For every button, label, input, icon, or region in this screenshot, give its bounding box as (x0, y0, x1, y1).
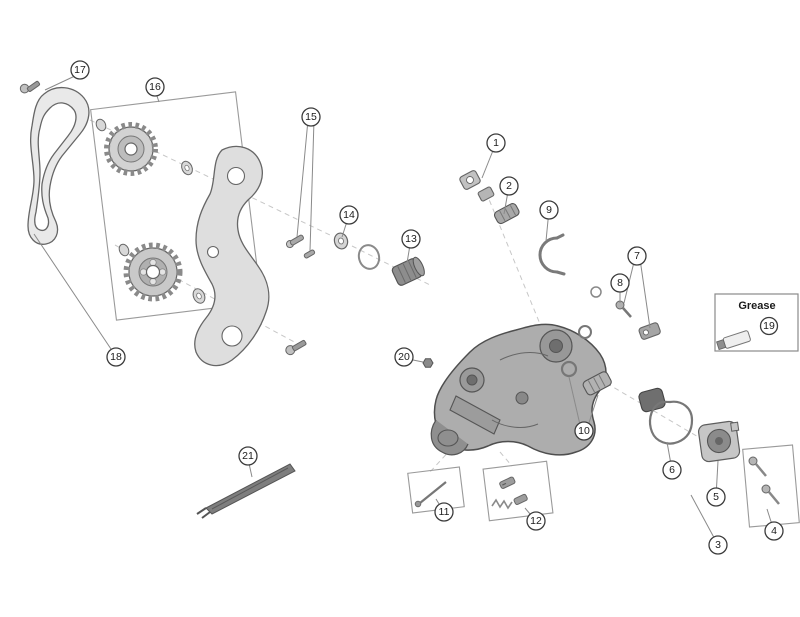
callout-21: 21 (238, 446, 258, 466)
assembly-guide-lines (89, 119, 701, 473)
set-screws-box (482, 460, 554, 522)
set-screws (491, 476, 528, 510)
grease-box: Grease (714, 293, 799, 352)
callout-6: 6 (662, 460, 682, 480)
snap-ring (357, 244, 381, 270)
callout-13: 13 (401, 229, 421, 249)
pivot-nut (422, 358, 434, 368)
svg-text:10: 10 (578, 425, 590, 437)
svg-text:16: 16 (149, 81, 161, 93)
svg-text:9: 9 (546, 204, 552, 216)
grease-label: Grease (738, 300, 775, 312)
return-spring (538, 233, 566, 276)
callout-14: 14 (339, 205, 359, 225)
callout-8: 8 (610, 273, 630, 293)
svg-text:5: 5 (713, 491, 719, 503)
outer-cage-plate (27, 87, 90, 245)
plate-bolt-icon (19, 80, 41, 94)
small-o-ring (590, 286, 602, 298)
svg-text:13: 13 (405, 233, 417, 245)
pulley-washers (95, 118, 206, 304)
derailleur-body (430, 323, 607, 456)
callout-20: 20 (394, 347, 414, 367)
callout-5: 5 (706, 487, 726, 507)
svg-text:2: 2 (506, 180, 512, 192)
callout-17: 17 (70, 60, 90, 80)
svg-text:20: 20 (398, 351, 410, 363)
callout-10: 10 (574, 421, 594, 441)
cover-gasket (648, 400, 694, 445)
svg-text:7: 7 (634, 250, 640, 262)
svg-text:12: 12 (530, 515, 542, 527)
cover-screws (748, 456, 780, 505)
svg-text:3: 3 (715, 539, 721, 551)
body-o-ring (578, 325, 592, 339)
clutch-cam-lever (638, 322, 661, 340)
callout-15: 15 (301, 107, 321, 127)
svg-text:1: 1 (493, 137, 499, 149)
lower-tension-pulley (123, 242, 183, 302)
tension-tool (196, 463, 296, 519)
svg-text:17: 17 (74, 64, 86, 76)
cage-washer (333, 232, 349, 250)
clutch-unit-parts (560, 360, 612, 396)
svg-text:6: 6 (669, 464, 675, 476)
callout-7: 7 (627, 246, 647, 266)
pulley-bolt-lower (303, 249, 316, 259)
svg-text:14: 14 (343, 209, 355, 221)
svg-text:18: 18 (110, 351, 122, 363)
callout-4: 4 (764, 521, 784, 541)
svg-text:8: 8 (617, 277, 623, 289)
callout-11: 11 (434, 502, 454, 522)
cage-bushing (391, 256, 425, 286)
callout-12: 12 (526, 511, 546, 531)
svg-text:21: 21 (242, 450, 254, 462)
svg-text:4: 4 (771, 525, 777, 537)
callout-9: 9 (539, 200, 559, 220)
callout-1: 1 (486, 133, 506, 153)
upper-guide-pulley (104, 122, 158, 176)
callout-19: 19 (759, 316, 779, 336)
svg-text:15: 15 (305, 111, 317, 123)
cage-bolt-icon (285, 339, 307, 356)
clutch-cover-cap (638, 387, 666, 413)
pulley-bolt-upper (285, 234, 304, 249)
callout-3: 3 (708, 535, 728, 555)
stopper-pin (414, 481, 447, 508)
grease-tube-icon (716, 330, 751, 351)
adjust-screw (615, 300, 632, 318)
svg-text:11: 11 (439, 506, 450, 518)
svg-text:19: 19 (763, 320, 775, 332)
callout-18: 18 (106, 347, 126, 367)
callout-2: 2 (499, 176, 519, 196)
switch-cover (697, 420, 741, 463)
inner-cage-plate (194, 145, 270, 367)
bracket-axle-parts (459, 170, 520, 225)
callout-16: 16 (145, 77, 165, 97)
